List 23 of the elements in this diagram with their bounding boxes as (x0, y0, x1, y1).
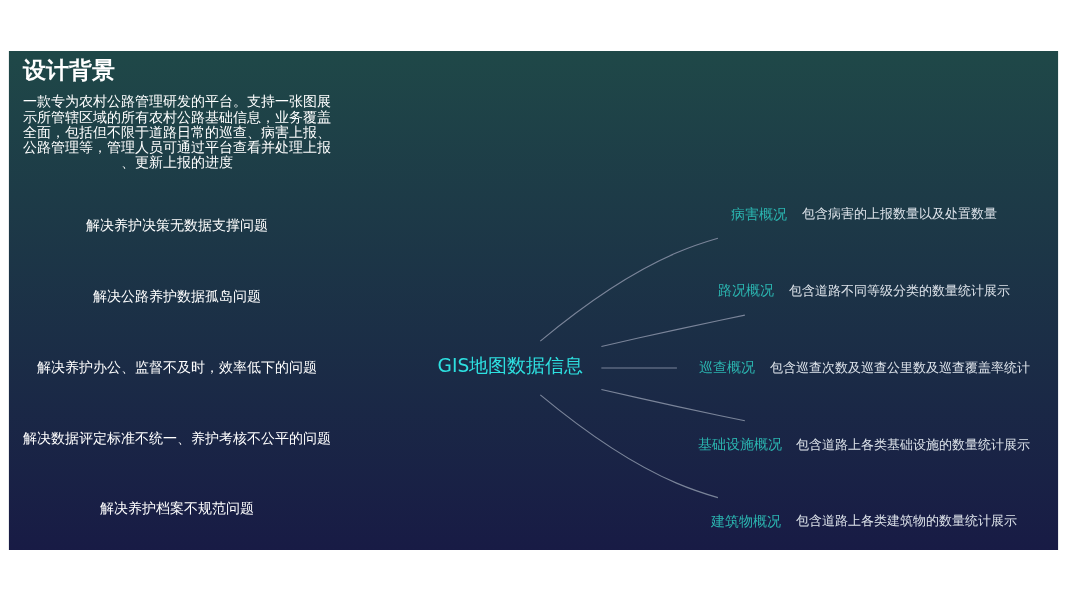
node-text: 病害概况 (731, 205, 788, 222)
connector (600, 314, 746, 347)
label: 解决数据评定标准不统一、养护考核不公平的问题 (22, 429, 331, 446)
node-text: 路况概况 (718, 281, 775, 298)
connector (600, 366, 678, 369)
connector (539, 237, 719, 342)
node-text: 基础设施概况 (697, 435, 782, 452)
label: 一款专为农村公路管理研发的平台。支持一张图展示所管辖区域的所有农村公路基础信息，业务覆盖全面，包括但不限于道路日常的巡查、病害上报、公路管理等，管理人员可通过平台查看并处理上报、更新上报的进度 (22, 92, 331, 170)
label: 解决养护档案不规范问题 (99, 499, 254, 516)
node-label: 包含道路上各类建筑物的数量统计展示 (796, 512, 1018, 528)
connector (600, 388, 746, 421)
diagram-title: 设计背景 (22, 55, 115, 83)
node-text: 建筑物概况 (711, 512, 782, 529)
connector (539, 393, 719, 498)
node-label: 包含道路不同等级分类的数量统计展示 (789, 282, 1011, 298)
node-label: 包含巡查次数及巡查公里数及巡查覆盖率统计 (769, 359, 1030, 375)
label: 解决公路养护数据孤岛问题 (92, 287, 261, 304)
node-label: 包含道路上各类基础设施的数量统计展示 (796, 436, 1031, 452)
node-text: GIS地图数据信息 (437, 354, 584, 376)
node-label: 包含病害的上报数量以及处置数量 (802, 205, 998, 221)
label: 解决养护办公、监督不及时，效率低下的问题 (36, 358, 317, 375)
label: 解决养护决策无数据支撑问题 (85, 216, 268, 233)
node-text: 巡查概况 (698, 358, 755, 375)
